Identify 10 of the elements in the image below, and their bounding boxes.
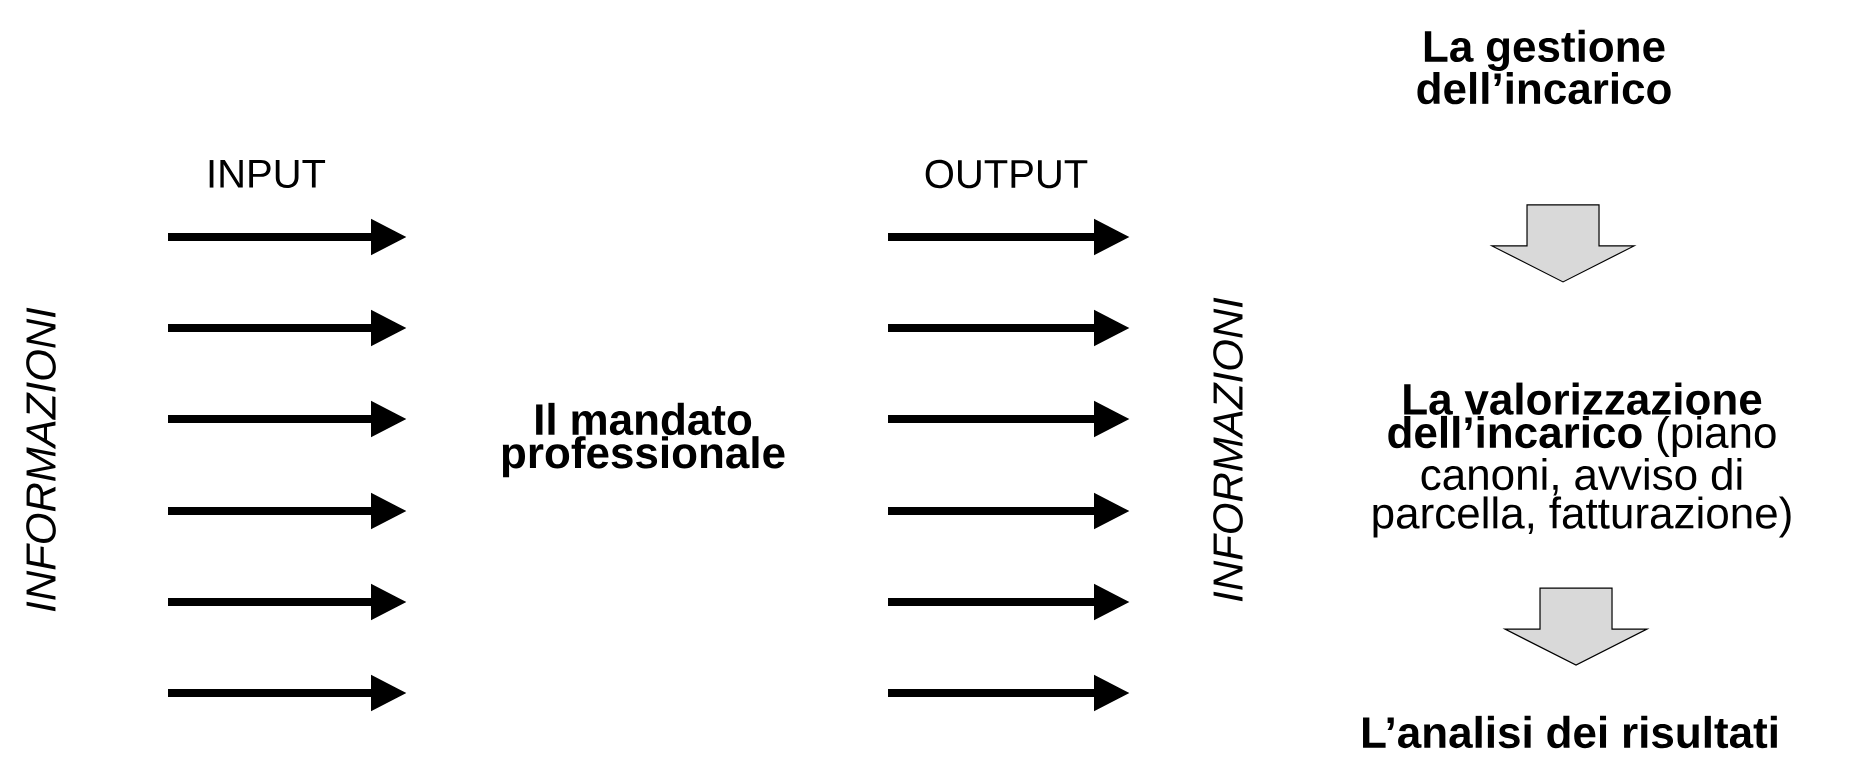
step-text: L’analisi dei risultati: [1363, 715, 1777, 749]
center-text: Il mandato professionale: [502, 402, 785, 478]
column-heading: INPUT: [209, 160, 326, 188]
side-label: INFORMAZIONI: [26, 307, 56, 612]
side-label: INFORMAZIONI: [1213, 297, 1243, 602]
block-arrow: [1502, 587, 1650, 666]
column-heading: OUTPUT: [925, 159, 1088, 189]
step-text: La gestione dell’incarico: [1417, 29, 1671, 105]
block-arrow: [1489, 204, 1637, 283]
step-text: La valorizzazione dell’incarico (piano canoni, avviso di parcella, fatturazione): [1373, 382, 1791, 538]
